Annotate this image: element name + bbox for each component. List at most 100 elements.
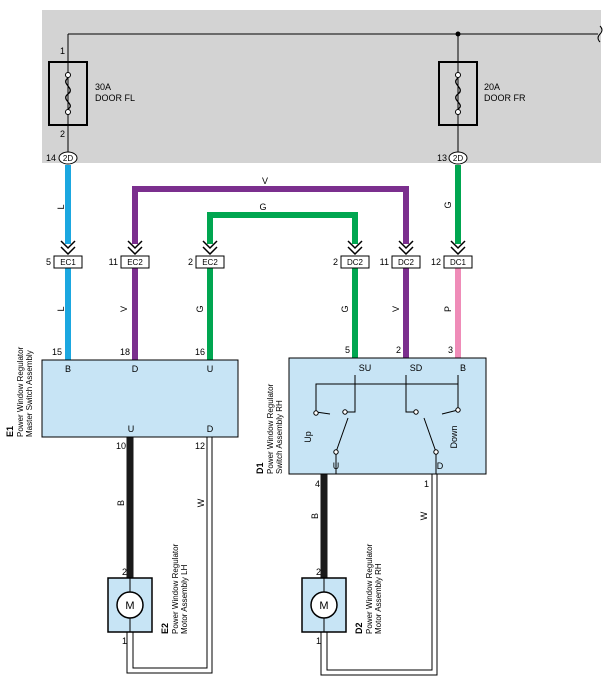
wire-label-green-top: G [259, 202, 266, 212]
fuse-right-rating: 20A [484, 82, 500, 92]
connector-ec2-v: EC2 11 [109, 240, 150, 269]
rh-switch-name-1: Power Window Regulator [266, 383, 275, 474]
connector-pin: 11 [380, 257, 389, 267]
wire-label-purple-top: V [262, 176, 268, 186]
wire-label-blue-bottom: L [56, 306, 66, 311]
rh-pin-5: 5 [345, 345, 350, 355]
connector-box [53, 255, 83, 269]
wire-label-pink: P [443, 306, 453, 312]
wire-label-green-right: G [340, 305, 350, 312]
wire-white-lh-inner [132, 437, 208, 669]
master-pin-15: 15 [52, 347, 62, 357]
connector-dc2-g: DC2 2 [333, 240, 370, 269]
motor-lh-name-1: Power Window Regulator [171, 543, 180, 634]
connector-pin: 5 [46, 257, 51, 267]
connector-arrow-icon [398, 240, 414, 256]
master-switch-e1: 15 B 18 D 16 U U 10 D 12 E1 Power Window… [5, 346, 239, 451]
switch-blade-up [335, 417, 349, 453]
master-bottom-pin-10: 10 [116, 441, 126, 451]
conn-2d-right-pin: 13 [437, 153, 447, 163]
motor-rh-pin-top: 2 [316, 567, 321, 577]
master-switch-caption: E1 Power Window Regulator Master Switch … [5, 346, 34, 437]
connector-box [443, 255, 473, 269]
conn-2d-left-code: 2D [63, 154, 73, 163]
rh-switch-caption: D1 Power Window Regulator Switch Assembl… [255, 383, 284, 474]
conn-2d-left-pin: 14 [46, 153, 56, 163]
wire-label-lh-b: B [116, 500, 126, 506]
contact-dot [413, 409, 419, 415]
fuse-left-rating: 30A [95, 82, 111, 92]
contact-dot [333, 449, 339, 455]
circuit-sd-line [405, 375, 416, 413]
wire-green-loop [207, 212, 358, 244]
connector-arrow-icon [450, 240, 466, 256]
motor-rh-name-2: Motor Assembly RH [374, 563, 383, 634]
contact-dot [342, 409, 348, 415]
fuse-left-term-top [65, 72, 71, 78]
connector-ec2-g: EC2 2 [188, 240, 225, 269]
master-switch-body [41, 359, 239, 438]
connector-arrow-icon [60, 240, 76, 256]
motor-lh-pin-top: 2 [122, 567, 127, 577]
wire-labels: L L V V V G G G G P B W B W [56, 176, 453, 520]
connector-arrow-icon [127, 240, 143, 256]
junction-block: 1 30A DOOR FL 2 20A DOOR FR 2D 14 2D 13 [42, 10, 603, 165]
wire-purple-loop [132, 186, 409, 244]
master-label-d: D [132, 364, 139, 374]
connector-box [340, 255, 370, 269]
motor-lh-symbol: M [125, 600, 134, 612]
rh-switch-body [288, 357, 487, 475]
connector-code: EC2 [202, 258, 218, 267]
master-pin-18: 18 [120, 347, 130, 357]
wire-label-lh-w: W [196, 498, 206, 507]
connector-code: DC2 [347, 258, 364, 267]
circuit-su-line [345, 375, 356, 413]
master-bottom-pin-12: 12 [195, 441, 205, 451]
connector-code: EC2 [127, 258, 143, 267]
connector-box [195, 255, 225, 269]
connector-pin: 2 [333, 257, 338, 267]
contact-dot [455, 407, 461, 413]
circuit-right-contact [441, 409, 459, 415]
fuse-left-icon [65, 77, 71, 110]
rh-switch-name-2: Switch Assembly RH [275, 400, 284, 474]
wire-label-rh-b: B [310, 513, 320, 519]
rh-pin-3: 3 [448, 345, 453, 355]
wire-label-purple-right: V [391, 306, 401, 312]
junction-block-bg [42, 10, 601, 163]
wire-white-lh-outer [126, 437, 213, 674]
connector-box [391, 255, 421, 269]
bus-break-mark [597, 25, 603, 43]
rh-switch-code: D1 [255, 462, 265, 474]
connector-arrow-icon [202, 240, 218, 256]
bus-pin-label: 1 [60, 46, 65, 56]
motor-rh-code: D2 [354, 622, 364, 634]
wire-label-purple-left: V [119, 306, 129, 312]
connector-pin: 11 [109, 257, 118, 267]
rh-label-sd: SD [410, 363, 423, 373]
connector-arrow-icon [347, 240, 363, 256]
connector-dc2-v: DC2 11 [380, 240, 421, 269]
motor-rh-d2: M 2 1 D2 Power Window Regulator Motor As… [301, 543, 383, 646]
motor-rh-symbol: M [319, 600, 328, 612]
connector-pin: 2 [188, 257, 193, 267]
rh-label-su: SU [359, 363, 372, 373]
motor-lh-code: E2 [160, 623, 170, 634]
rh-switch-circuit [315, 375, 459, 474]
wires [65, 165, 461, 676]
rh-bottom-pin-1: 1 [424, 479, 429, 489]
inline-connectors: EC1 5 EC2 11 EC2 2 DC2 2 DC2 11 [46, 240, 473, 269]
contact-dot [313, 410, 319, 416]
motor-lh-caption: E2 Power Window Regulator Motor Assembly… [160, 543, 189, 634]
motor-rh-caption: D2 Power Window Regulator Motor Assembly… [354, 543, 383, 634]
fuse-right-term-bottom [455, 109, 461, 115]
master-bottom-label-d: D [207, 424, 214, 434]
rh-bottom-pin-4: 4 [315, 479, 320, 489]
fuse-left-name: DOOR FL [95, 93, 135, 103]
motor-lh-e2: M 2 1 E2 Power Window Regulator Motor As… [107, 543, 189, 646]
rh-bottom-label-d: D [437, 461, 444, 471]
master-switch-name-1: Power Window Regulator [16, 346, 25, 437]
connector-dc1: DC1 12 [431, 240, 473, 269]
connector-box [120, 255, 150, 269]
